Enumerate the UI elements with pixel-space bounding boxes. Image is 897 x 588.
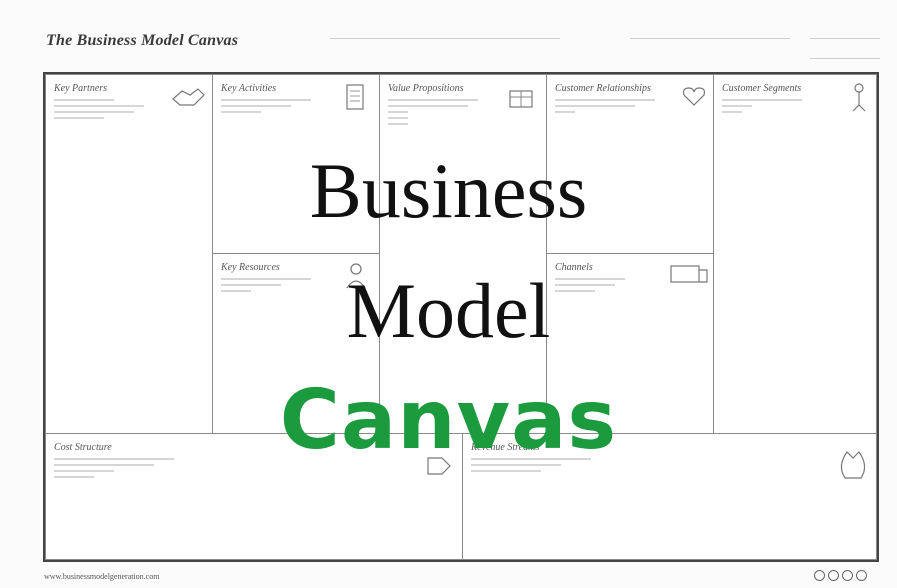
designed-for-field <box>330 38 560 39</box>
customer-segments-block: Customer Segments <box>713 74 877 434</box>
gift-icon <box>509 90 533 108</box>
truck-icon <box>670 265 708 283</box>
by-icon <box>828 570 839 581</box>
cc-icon <box>814 570 825 581</box>
money-bag-icon <box>840 451 866 479</box>
heart-icon <box>682 87 706 106</box>
key-activities-block: Key Activities <box>212 74 380 254</box>
key-activities-title: Key Activities <box>221 83 277 94</box>
license-icons <box>814 570 867 581</box>
revenue-streams-block: Revenue Streams <box>462 433 877 560</box>
value-propositions-block: Value Propositions <box>379 74 547 434</box>
cost-structure-title: Cost Structure <box>54 442 112 453</box>
sa-icon <box>842 570 853 581</box>
version-field <box>810 58 880 59</box>
key-resources-block: Key Resources <box>212 253 380 434</box>
designed-by-field <box>630 38 790 39</box>
key-partners-block: Key Partners <box>45 74 213 434</box>
overlay-title-line1: Business <box>309 147 588 234</box>
date-field <box>810 38 880 39</box>
checklist-icon <box>346 84 364 110</box>
cost-structure-block: Cost Structure <box>45 433 463 560</box>
key-partners-title: Key Partners <box>54 83 108 94</box>
value-propositions-title: Value Propositions <box>388 83 464 94</box>
channels-title: Channels <box>555 262 593 273</box>
customer-relationships-title: Customer Relationships <box>555 83 651 94</box>
person-standing-icon <box>852 83 866 112</box>
overlay-title-line2: Model <box>346 267 551 354</box>
footer-url: www.businessmodelgeneration.com <box>44 572 160 581</box>
customer-relationships-block: Customer Relationships <box>546 74 714 254</box>
key-resources-title: Key Resources <box>221 262 280 273</box>
channels-block: Channels <box>546 253 714 434</box>
revenue-streams-title: Revenue Streams <box>471 442 540 453</box>
handshake-icon <box>172 88 205 106</box>
canvas-header-title: The Business Model Canvas <box>46 32 239 49</box>
canvas-grid: Key Partners Key Activities Key Resourc <box>43 72 879 562</box>
overlay-title-line3: Canvas <box>279 373 618 468</box>
person-icon <box>346 263 366 289</box>
nc-icon <box>856 570 867 581</box>
tag-icon <box>427 457 451 475</box>
customer-segments-title: Customer Segments <box>722 83 802 94</box>
